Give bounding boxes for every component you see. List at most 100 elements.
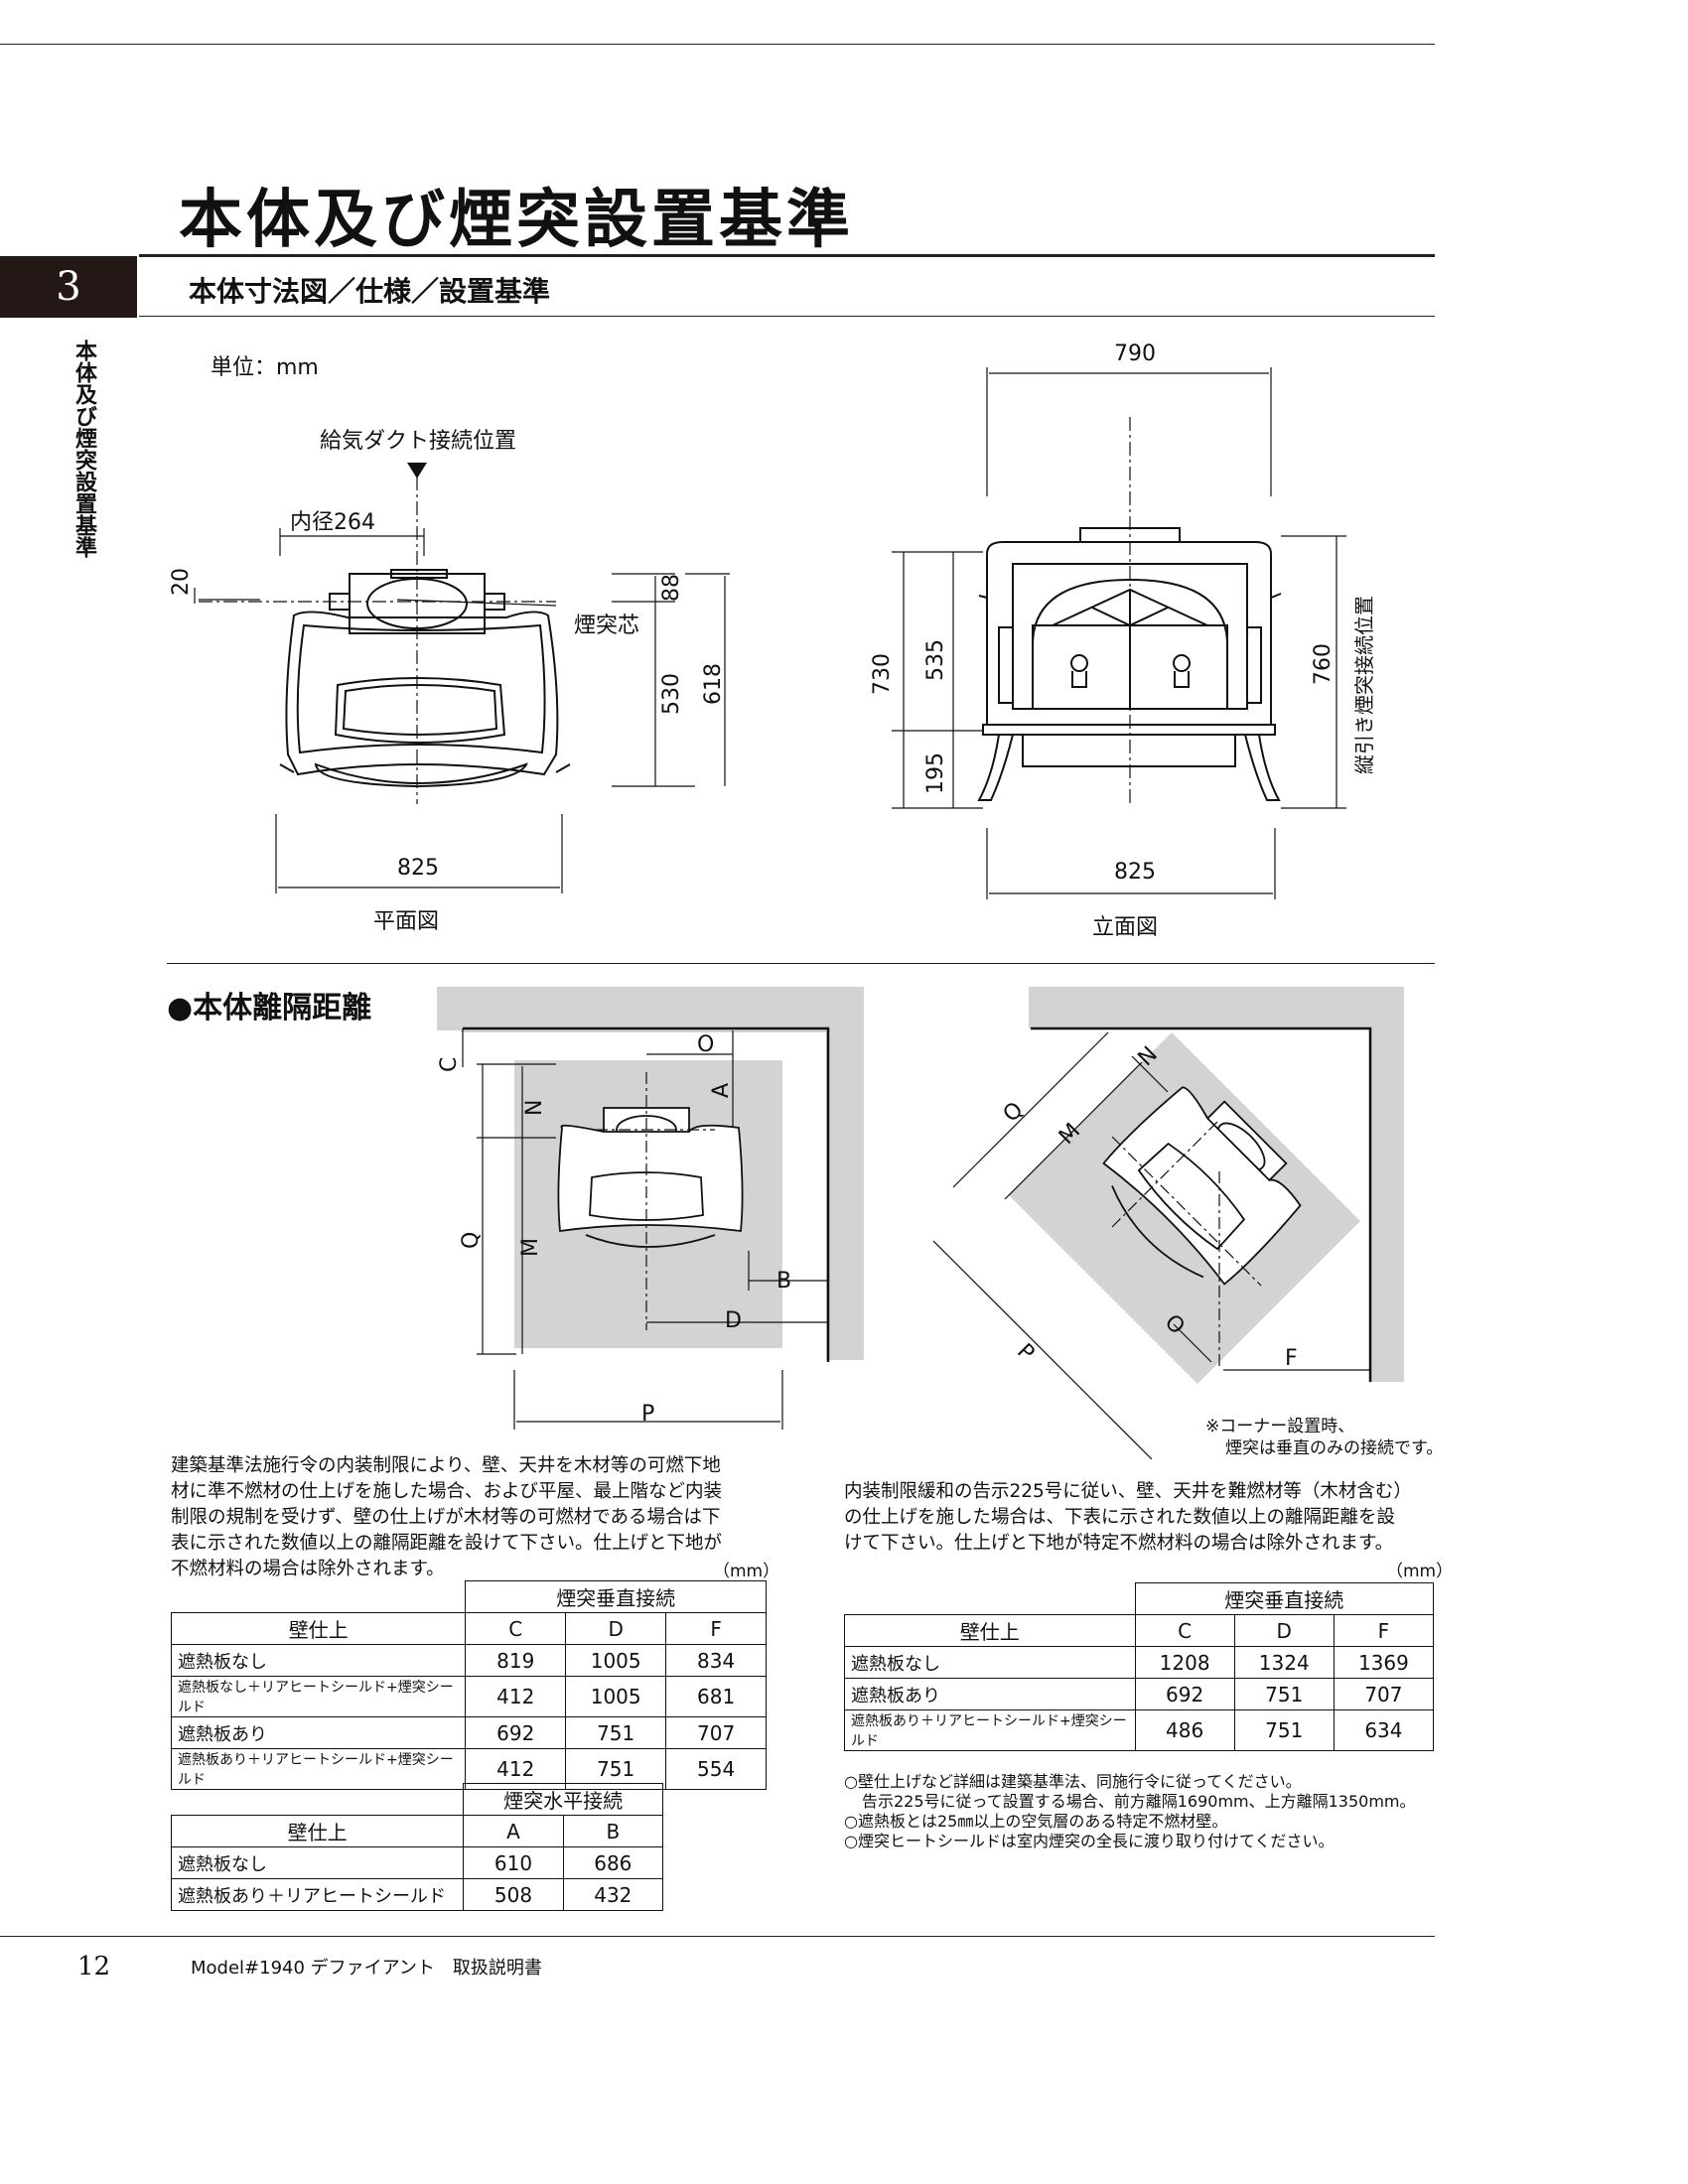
left-unit-label: （mm） [713,1562,780,1581]
table-row: 遮熱板なし 819 1005 834 [170,1644,767,1677]
row-label: 遮熱板あり＋リアヒートシールド+煙突シールド [170,1748,467,1790]
table-row: 遮熱板あり＋リアヒートシールド+煙突シールド 486 751 634 [844,1709,1435,1751]
right-vertical-table: 煙突垂直接続 壁仕上 C D F 遮熱板なし 1208 1324 1369 遮熱… [844,1582,1435,1751]
row-label: 遮熱板なし [170,1846,465,1879]
footer-rule [0,1936,1435,1937]
dim-letter-P: P [641,1402,655,1427]
table-row: 遮熱板なし 1208 1324 1369 [844,1646,1435,1679]
table-col-a: A [463,1815,564,1847]
table-col-wall: 壁仕上 [844,1614,1136,1647]
table-group-header: 煙突垂直接続 [465,1580,767,1613]
table-col-wall: 壁仕上 [170,1612,467,1645]
unit-label: 単位：mm [211,355,319,380]
dim-letter-O: O [697,1032,715,1057]
corner-note-1: ※コーナー設置時、 [1205,1417,1355,1436]
dim-618: 618 [701,663,726,705]
cell-value: 707 [1333,1678,1435,1710]
table-row: 遮熱板あり＋リアヒートシールド 508 432 [170,1878,664,1911]
footnote: ○遮熱板とは25㎜以上の空気層のある特定不燃材壁。 [844,1812,1228,1831]
elev-width-790: 790 [1114,341,1156,366]
dim-letter-A: A [709,1082,734,1098]
subtitle-rule [139,316,1435,317]
table-col-d: D [565,1612,667,1645]
elevation-view-drawing [892,367,1346,899]
cell-value: 432 [562,1878,664,1911]
left-para-line: 材に準不燃材の仕上げを施した場合、および平屋、最上階など内装 [171,1481,723,1502]
cell-value: 707 [665,1716,767,1749]
table-blank-cell [171,1783,465,1816]
left-para-line: 不燃材料の場合は除外されます。 [171,1559,445,1579]
left-para-line: 建築基準法施行令の内装制限により、壁、天井を木材等の可燃下地 [171,1455,721,1476]
table-blank-cell [844,1582,1136,1615]
cell-value: 751 [565,1716,667,1749]
table-row: 遮熱板なし 610 686 [170,1846,664,1879]
page-title: 本体及び煙突設置基準 [179,183,854,257]
cell-value: 1005 [565,1644,667,1677]
row-label: 遮熱板なし [170,1644,467,1677]
corner-clearance-diagram [933,987,1404,1459]
cell-value: 834 [665,1644,767,1677]
clearance-wall-diagram [437,987,864,1430]
right-para-line: 内装制限緩和の告示225号に従い、壁、天井を難燃材等（木材含む） [844,1481,1412,1502]
cell-value: 1369 [1333,1646,1435,1679]
cell-value: 692 [1134,1678,1235,1710]
vertical-flue-label: 縦引き煙突接続位置 [1352,596,1376,774]
table-group-header: 煙突垂直接続 [1134,1582,1435,1615]
table-row: 遮熱板あり 692 751 707 [844,1678,1435,1710]
left-horizontal-table: 煙突水平接続 壁仕上 A B 遮熱板なし 610 686 遮熱板あり＋リアヒート… [170,1783,664,1911]
dim-88: 88 [659,574,684,602]
flue-center-label: 煙突芯 [574,614,640,638]
top-rule [0,44,1435,45]
dim-letter-D: D [725,1308,742,1333]
dim-letter-N: N [522,1099,547,1116]
right-paragraph: 内装制限緩和の告示225号に従い、壁、天井を難燃材等（木材含む） の仕上げを施し… [844,1479,1440,1557]
row-label: 遮熱板あり＋リアヒートシールド+煙突シールド [844,1709,1136,1751]
left-para-line: 制限の規制を受けず、壁の仕上げが木材等の可燃材である場合は下 [171,1507,721,1528]
table-row: 遮熱板あり＋リアヒートシールド+煙突シールド 412 751 554 [170,1748,767,1790]
table-col-c: C [1134,1614,1235,1647]
left-paragraph: 建築基準法施行令の内装制限により、壁、天井を木材等の可燃下地 材に準不燃材の仕上… [171,1453,767,1582]
dim-letter-M: M [518,1238,543,1257]
dim-letter-B: B [776,1269,792,1294]
cell-value: 610 [463,1846,564,1879]
table-row: 遮熱板なし＋リアヒートシールド+煙突シールド 412 1005 681 [170,1676,767,1717]
cell-value: 1324 [1233,1646,1335,1679]
cell-value: 751 [1233,1709,1335,1751]
cell-value: 686 [562,1846,664,1879]
table-col-b: B [562,1815,664,1847]
row-label: 遮熱板あり [170,1716,467,1749]
inner-diameter-label: 内径264 [290,510,375,535]
section-title: 本体寸法図／仕様／設置基準 [189,275,551,308]
plan-width-825: 825 [397,856,439,881]
right-para-line: の仕上げを施した場合は、下表に示された数値以上の離隔距離を設 [844,1507,1396,1528]
duct-position-label: 給気ダクト接続位置 [320,429,517,454]
right-para-line: けて下さい。仕上げと下地が特定不燃材料の場合は除外されます。 [844,1533,1394,1554]
table-col-c: C [465,1612,567,1645]
table-col-wall: 壁仕上 [170,1815,465,1847]
corner-note-2: 煙突は垂直のみの接続です。 [1225,1438,1444,1458]
cell-value: 554 [665,1748,767,1790]
table-blank-cell [171,1580,467,1613]
row-label: 遮熱板なし [844,1646,1136,1679]
row-label: 遮熱板あり [844,1678,1136,1710]
table-group-header: 煙突水平接続 [463,1783,663,1816]
footnotes: ○壁仕上げなど詳細は建築基準法、同施行令に従ってください。 告示225号に従って… [844,1772,1416,1851]
table-col-d: D [1233,1614,1335,1647]
title-rule [139,254,1435,257]
dim-760: 760 [1311,643,1336,685]
footer-model: Model#1940 デファイアント 取扱説明書 [191,1958,542,1979]
dim-530: 530 [659,673,684,715]
row-label: 遮熱板なし＋リアヒートシールド+煙突シールド [170,1676,467,1717]
cell-value: 681 [665,1676,767,1717]
table-col-f: F [1333,1614,1435,1647]
cell-value: 751 [1233,1678,1335,1710]
footnote: ○壁仕上げなど詳細は建築基準法、同施行令に従ってください。 [844,1772,1302,1791]
table-col-f: F [665,1612,767,1645]
left-vertical-table: 煙突垂直接続 壁仕上 C D F 遮熱板なし 819 1005 834 遮熱板な… [170,1580,767,1790]
dim-730: 730 [870,653,895,695]
footnote: ○煙突ヒートシールドは室内煙突の全長に渡り取り付けてください。 [844,1832,1335,1850]
row-label: 遮熱板あり＋リアヒートシールド [170,1878,465,1911]
plan-view-drawing [194,463,730,893]
dim-195: 195 [923,752,948,794]
right-unit-label: （mm） [1386,1562,1454,1581]
